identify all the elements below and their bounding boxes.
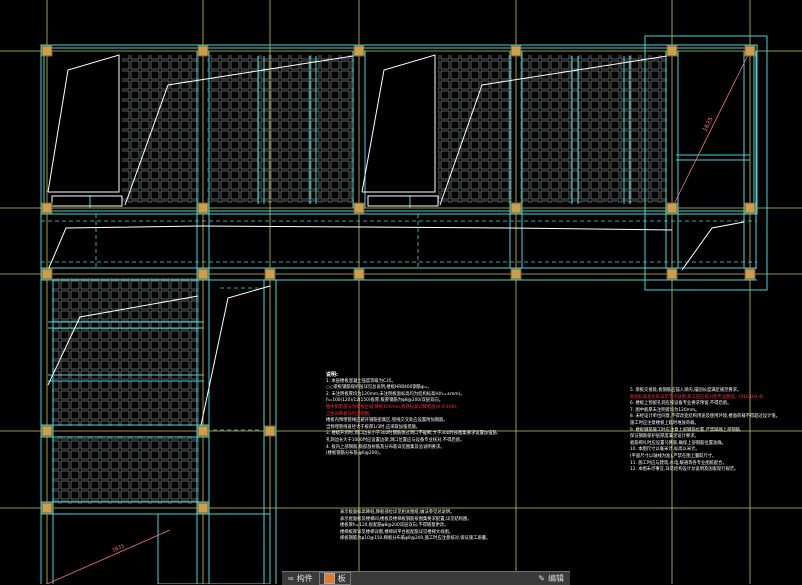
note-left-line: 1. 本层楼板混凝土强度等级为C35。 [326, 378, 396, 384]
note-left-line: 图中阴影部分为降板区域,降板100mm,板底标高同降板面(H-0.100)。 [326, 404, 461, 410]
notes-left: 说明: 1. 本层楼板混凝土强度等级为C35。 ○○梁板钢筋保护层详见总说明,楼… [326, 372, 498, 458]
note-legend-line: 表示板面标高降低,降板部位详见相关图纸;做法参见总说明。 [340, 510, 455, 515]
note-right-line: (平面尺寸以轴线为准),严禁在图上量取尺寸。 [630, 453, 717, 459]
note-legend-line: 楼梯板厚详见楼梯详图,楼梯间平台板配筋详见楼梯大样图。 [340, 529, 454, 535]
column [353, 45, 365, 57]
note-left-line: ○○梁板钢筋保护层详见总说明,楼板HRB400钢筋φ=。 [326, 385, 432, 391]
column [744, 268, 756, 280]
notes-left-lines: 1. 本层楼板混凝土强度等级为C35。 ○○梁板钢筋保护层详见总说明,楼板HRB… [326, 379, 498, 458]
status-item-slab[interactable]: 板 [318, 572, 351, 585]
note-right-line: 12. 本图未尽事宜,详见结构设计总说明及国家现行规范。 [630, 467, 739, 473]
column [264, 425, 276, 437]
note-right-line: 板面标高变化处详见节点详图,施工前应核对各专业图纸。(01G101-4) [630, 394, 764, 400]
note-left-line: 楼板内预埋管线应避开钢筋密集区,管线交叉处应设置附加钢筋。 [326, 418, 448, 424]
column [510, 202, 522, 214]
color-swatch-icon [323, 573, 335, 584]
note-right-line: 10. 本图尺寸以毫米计,标高以米计。 [630, 447, 700, 453]
note-legend-line: 表示屋面板及楼梯间,楼板及楼梯板钢筋按图集要求配置,详见结构图。 [340, 516, 472, 522]
column [353, 268, 365, 280]
status-item-edit[interactable]: ✎ 编辑 [538, 574, 564, 583]
note-legend-line: 梯板钢筋为φ10@150,梯板分布筋φ8@200,施工时应注意核对,保证施工质量… [340, 536, 491, 542]
stair-outlines [47, 54, 745, 431]
note-legend-line: 楼板厚h=120,板配筋φ8@200双层双向,不得随意更改。 [340, 523, 449, 529]
column [41, 45, 53, 57]
note-right-line: 施工时应注意楼板上临时堆放荷载。 [630, 420, 699, 426]
note-left-line: 2. 未注明板厚均为120mm,未注明板面标高均为结构标高H(h=±mm)。 [326, 391, 465, 397]
column [353, 202, 365, 214]
column [666, 268, 678, 280]
note-left-line: h=100(120)/12(150)板厚,板厚钢筋为φ8@200/双层双向。 [326, 398, 443, 404]
dimension-label-2: 1635 [111, 543, 125, 554]
notes-right-lines: 5. 梁板交接处,板钢筋应锚入梁内,锚固长度满足规范要求。 板面标高变化处详见节… [630, 388, 780, 474]
status-item-component[interactable]: ∞ 构件 [288, 574, 313, 583]
column [41, 502, 53, 514]
column [666, 45, 678, 57]
column [41, 425, 53, 437]
pencil-icon: ✎ [538, 574, 545, 583]
columns [41, 45, 756, 514]
note-left-line: 卫生间降板详见建筑图。 [326, 411, 374, 417]
note-left-line: 4. 板内上部钢筋,角部放射筋及分布筋详见图集及总说明要求。 [326, 444, 445, 450]
note-right-line: 6. 楼板上预留孔洞应按设备专业要求预留,不得后凿。 [630, 401, 732, 407]
column [197, 268, 209, 280]
status-bar: ∞ 构件 板 ✎ 编辑 [282, 571, 570, 585]
note-left-line: 3. 楼板开洞时,洞口边长小于300时钢筋绕过洞口不截断;大于300时按图集要求… [326, 431, 499, 437]
column [197, 425, 209, 437]
note-right-line: 11. 施工时应与建筑,水电,暖通等各专业图纸配合。 [630, 460, 727, 466]
note-left-line: 当预埋管线直径大于板厚1/3时,应采取加强措施。 [326, 424, 421, 430]
column [41, 268, 53, 280]
column [510, 268, 522, 280]
note-right-line: 9. 楼板钢筋施工时应注意上部钢筋位置,严禁踩踏上部钢筋, [630, 427, 742, 433]
note-right-line: 5. 梁板交接处,板钢筋应锚入梁内,锚固长度满足规范要求。 [630, 388, 742, 393]
note-left-line: 孔洞边长大于1000时应设置边梁,洞口位置应与设备专业核对,不得后凿。 [326, 437, 465, 443]
column [744, 45, 756, 57]
slab-hatch [52, 55, 667, 504]
column [41, 202, 53, 214]
note-right-line: 8. 未经设计单位同意,不得改变结构用途及使用环境,楼面荷载不得超过设计值。 [630, 414, 780, 420]
column [744, 202, 756, 214]
note-left-line: (楼板钢筋分布筋,φ6@200)。 [326, 451, 384, 457]
infinity-icon: ∞ [288, 574, 294, 583]
column [666, 202, 678, 214]
note-right-line: 保证钢筋保护层厚度满足设计要求。 [630, 434, 699, 440]
note-right-line: 7. 图中板厚未注明者均为120mm。 [630, 407, 700, 413]
column [197, 502, 209, 514]
column [510, 45, 522, 57]
beams [40, 35, 768, 584]
notes-right: 5. 梁板交接处,板钢筋应锚入梁内,锚固长度满足规范要求。 板面标高变化处详见节… [630, 388, 780, 474]
notes-legend: 表示板面标高降低,降板部位详见相关图纸;做法参见总说明。表示屋面板及楼梯间,楼板… [340, 510, 490, 543]
note-right-line: 板筋绑扎时应设置马凳筋,确保上部钢筋位置准确。 [630, 440, 726, 446]
column [197, 202, 209, 214]
notes-legend-lines: 表示板面标高降低,降板部位详见相关图纸;做法参见总说明。表示屋面板及楼梯间,楼板… [340, 510, 490, 543]
column [197, 45, 209, 57]
dimension-lines [46, 50, 751, 584]
dashed-lines [41, 214, 757, 431]
column [264, 268, 276, 280]
notes-heading: 说明: [326, 372, 338, 378]
dimension-label-1: 1635 [702, 116, 715, 133]
